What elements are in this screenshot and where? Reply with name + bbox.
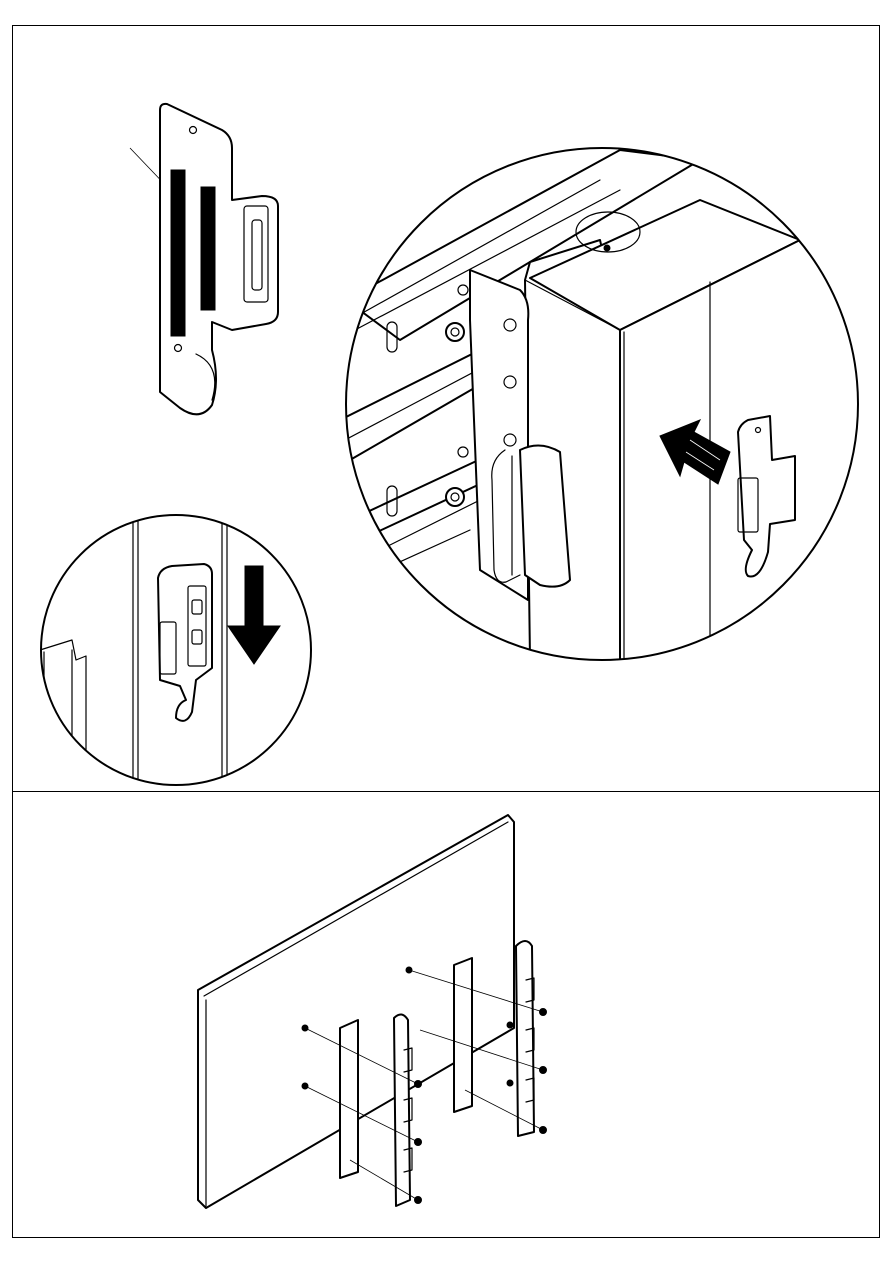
- bracket-detail: [130, 104, 278, 414]
- hook-bracket-left: [394, 1014, 410, 1206]
- clip-bracket: [158, 564, 212, 721]
- slide-down-circle: [40, 515, 311, 790]
- nut-upper: [446, 323, 464, 341]
- slide-down-arrow: [228, 566, 280, 664]
- hook-bracket-right: [516, 941, 534, 1136]
- adhesive-strip-right: [201, 187, 215, 310]
- bracket-plate-left: [340, 1020, 358, 1178]
- nut-lower: [446, 488, 464, 506]
- screw: [507, 1080, 513, 1086]
- adhesive-strip-left: [171, 170, 185, 336]
- installation-circle: [340, 148, 860, 660]
- screw: [507, 1022, 513, 1028]
- bracket-plate-middle: [454, 958, 472, 1112]
- mount-plate: [470, 270, 528, 600]
